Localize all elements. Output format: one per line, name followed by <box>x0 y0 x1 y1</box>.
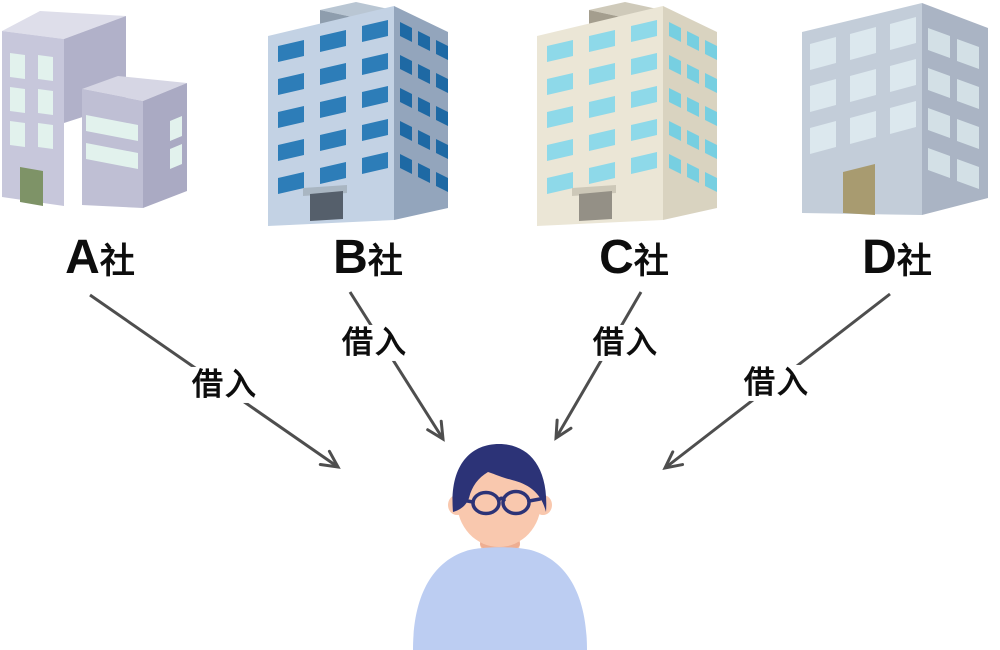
building-door <box>20 167 43 206</box>
building-door <box>310 191 343 221</box>
company-c-suffix: 社 <box>633 242 669 281</box>
annex-top-face <box>82 76 187 101</box>
loan-label-a: 借入 <box>187 366 263 404</box>
building-door <box>579 191 612 221</box>
company-a-suffix: 社 <box>99 242 135 281</box>
company-b-building-illustration <box>268 2 448 226</box>
loan-label-c: 借入 <box>588 324 664 362</box>
company-d-letter: D <box>862 231 897 284</box>
person-body <box>413 547 587 650</box>
company-d-label: D社 <box>862 234 932 282</box>
company-a-building-illustration <box>2 11 187 208</box>
company-a-label: A社 <box>65 234 135 282</box>
company-d-building-illustration <box>802 3 988 215</box>
annex-windows <box>86 115 182 169</box>
company-c-building-illustration <box>537 2 717 226</box>
person-hair <box>452 444 547 512</box>
company-c-label: C社 <box>599 234 669 282</box>
company-d-suffix: 社 <box>896 242 932 281</box>
borrower-person-illustration <box>413 444 587 650</box>
arrow-c-to-person <box>554 291 643 441</box>
person-glasses-icon <box>460 489 542 516</box>
company-a-letter: A <box>65 231 100 284</box>
company-b-suffix: 社 <box>367 242 403 281</box>
company-c-letter: C <box>599 231 634 284</box>
company-b-letter: B <box>333 231 368 284</box>
annex-side-face <box>143 83 187 208</box>
arrow-b-to-person <box>348 291 445 442</box>
loan-label-d: 借入 <box>739 364 815 402</box>
building-top-face <box>2 11 126 39</box>
company-b-label: B社 <box>333 234 403 282</box>
loan-label-b: 借入 <box>337 324 413 362</box>
building-door <box>843 164 875 215</box>
